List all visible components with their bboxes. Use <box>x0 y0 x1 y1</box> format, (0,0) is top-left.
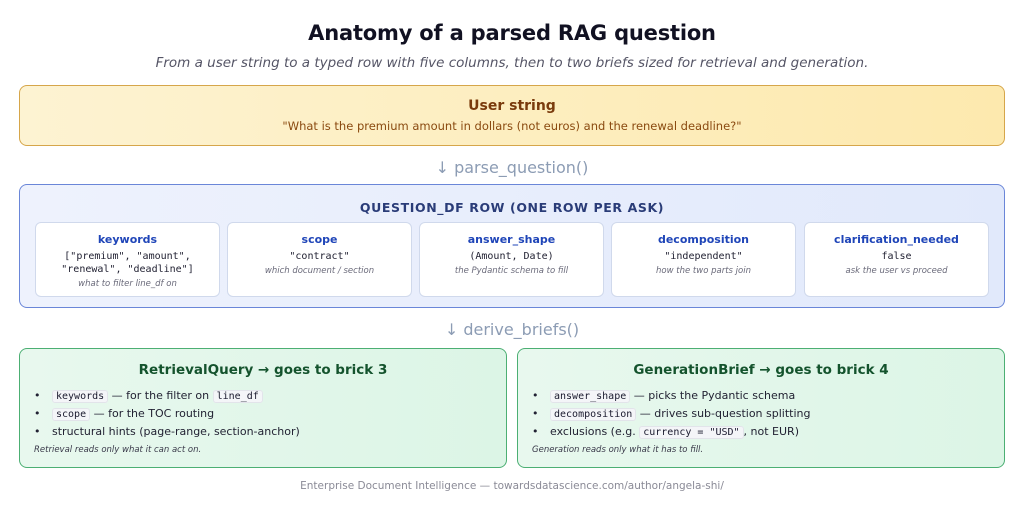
list-item: • decomposition — drives sub-question spl… <box>532 405 810 423</box>
bullet-icon: • <box>532 425 539 438</box>
column-description: the Pydantic schema to fill <box>454 266 569 276</box>
bullet-icon: • <box>34 407 41 420</box>
user-string-quote: "What is the premium amount in dollars (… <box>282 119 742 133</box>
item-text: — for the filter on <box>108 389 213 402</box>
column-value: ["premium", "amount", "renewal", "deadli… <box>61 251 194 275</box>
column-name: clarification_needed <box>834 233 959 246</box>
column-card-scope: scope "contract" which document / sectio… <box>227 222 412 297</box>
column-name: scope <box>301 233 338 246</box>
code-decomposition: decomposition <box>550 408 637 421</box>
derive-briefs-arrow: ↓ derive_briefs() <box>444 320 580 339</box>
code-scope: scope <box>52 408 91 421</box>
column-description: ask the user vs proceed <box>845 266 948 276</box>
retrieval-query-list: • keywords — for the filter on line_df • s… <box>34 387 300 441</box>
parse-question-arrow: ↓ parse_question() <box>435 158 589 177</box>
column-description: what to filter line_df on <box>78 279 177 289</box>
item-text: — for the TOC routing <box>90 407 215 420</box>
code-answer-shape: answer_shape <box>550 390 631 403</box>
footer-credit: Enterprise Document Intelligence — towar… <box>300 480 724 492</box>
generation-brief-title: GenerationBrief → goes to brick 4 <box>633 362 889 378</box>
item-text: — drives sub-question splitting <box>636 407 811 420</box>
bullet-icon: • <box>532 389 539 402</box>
code-line-df: line_df <box>212 390 263 403</box>
column-name: answer_shape <box>467 233 556 246</box>
code-currency: currency = "USD" <box>639 426 744 439</box>
bullet-icon: • <box>34 425 41 438</box>
user-string-title: User string <box>468 98 556 114</box>
column-value: "independent" <box>664 251 743 262</box>
generation-brief-list: • answer_shape — picks the Pydantic schem… <box>532 387 810 441</box>
column-value: false <box>881 251 912 262</box>
bullet-icon: • <box>34 389 41 402</box>
list-item: • exclusions (e.g. currency = "USD", not … <box>532 423 810 441</box>
diagram-title: Anatomy of a parsed RAG question <box>308 21 716 45</box>
column-card-answer-shape: answer_shape (Amount, Date) the Pydantic… <box>419 222 604 297</box>
list-item: • scope — for the TOC routing <box>34 405 300 423</box>
column-name: keywords <box>97 233 158 246</box>
item-text: — picks the Pydantic schema <box>630 389 796 402</box>
list-item: • structural hints (page-range, section-a… <box>34 423 300 441</box>
column-name: decomposition <box>657 233 750 246</box>
code-keywords: keywords <box>52 390 109 403</box>
item-text: structural hints (page-range, section-an… <box>52 425 300 438</box>
column-card-decomposition: decomposition "independent" how the two … <box>611 222 796 297</box>
retrieval-query-box: RetrievalQuery → goes to brick 3 • keywor… <box>19 348 507 468</box>
column-description: how the two parts join <box>656 266 751 276</box>
diagram-subtitle: From a user string to a typed row with f… <box>155 55 869 71</box>
item-text: exclusions (e.g. <box>550 425 640 438</box>
column-card-keywords: keywords ["premium", "amount", "renewal"… <box>35 222 220 297</box>
column-value: (Amount, Date) <box>469 251 554 262</box>
generation-note: Generation reads only what it has to fil… <box>532 445 704 455</box>
list-item: • answer_shape — picks the Pydantic schem… <box>532 387 810 405</box>
retrieval-note: Retrieval reads only what it can act on. <box>34 445 202 455</box>
generation-brief-box: GenerationBrief → goes to brick 4 • answe… <box>517 348 1005 468</box>
column-value: "contract" <box>289 251 350 262</box>
question-row-title: QUESTION_DF ROW (ONE ROW PER ASK) <box>359 200 665 215</box>
column-description: which document / section <box>264 266 375 276</box>
list-item: • keywords — for the filter on line_df <box>34 387 300 405</box>
bullet-icon: • <box>532 407 539 420</box>
user-string-box: User string "What is the premium amount … <box>19 85 1005 146</box>
retrieval-query-title: RetrievalQuery → goes to brick 3 <box>138 362 388 378</box>
column-card-clarification-needed: clarification_needed false ask the user … <box>804 222 989 297</box>
item-text-tail: , not EUR) <box>743 425 799 438</box>
question-row-box: QUESTION_DF ROW (ONE ROW PER ASK) keywor… <box>19 184 1005 308</box>
